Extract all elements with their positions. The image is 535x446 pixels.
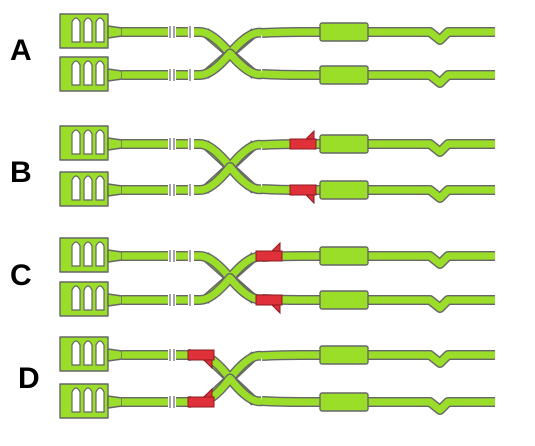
- reaction-chamber: [319, 290, 369, 310]
- reservoir-neck: [107, 183, 123, 197]
- valve-marker: [255, 250, 283, 262]
- reservoir-slot: [71, 175, 81, 201]
- reservoir-slot: [95, 129, 105, 155]
- panel-a: A: [10, 13, 495, 92]
- channel-fill: [122, 274, 263, 304]
- valve-marker-flag: [202, 387, 213, 398]
- reservoir-slot: [83, 17, 93, 43]
- reservoir-slot: [71, 60, 81, 86]
- reservoir-slot: [95, 387, 105, 413]
- channel-fill: [261, 397, 495, 414]
- panel-b: B: [10, 125, 495, 207]
- reservoir-slot: [71, 340, 81, 366]
- channel-fill: [261, 28, 495, 44]
- reservoir-slot: [95, 17, 105, 43]
- channel-fill: [261, 351, 495, 367]
- valve-marker: [289, 138, 317, 150]
- reservoir-slot: [83, 340, 93, 366]
- valve-marker: [289, 184, 317, 196]
- reaction-chamber: [319, 180, 369, 200]
- panel-d: D: [18, 336, 495, 419]
- valve-marker: [255, 294, 283, 306]
- reservoir-slot: [95, 241, 105, 267]
- panel-label: B: [10, 156, 32, 189]
- channel-fill: [261, 295, 495, 312]
- reservoir-slot: [83, 285, 93, 311]
- valve-marker-flag: [304, 194, 315, 205]
- reservoir-slot: [71, 129, 81, 155]
- valve-marker-flag: [202, 359, 213, 370]
- reaction-chamber: [319, 134, 369, 154]
- channel-fill: [122, 49, 263, 79]
- valve-marker-flag: [304, 129, 315, 140]
- channel-fill: [261, 70, 495, 87]
- reaction-chamber: [319, 22, 369, 42]
- reservoir-neck: [107, 395, 123, 409]
- reservoir-slot: [71, 285, 81, 311]
- reaction-chamber: [319, 392, 369, 412]
- reservoir-neck: [107, 68, 123, 82]
- reservoir-neck: [107, 249, 123, 263]
- panel-c: C: [10, 237, 495, 317]
- reservoir-slot: [83, 60, 93, 86]
- reservoir-slot: [83, 241, 93, 267]
- reservoir-slot: [95, 60, 105, 86]
- valve-marker: [187, 396, 215, 408]
- valve-marker-flag: [270, 304, 281, 315]
- reservoir-slot: [83, 129, 93, 155]
- reservoir-slot: [71, 17, 81, 43]
- reservoir-slot: [71, 241, 81, 267]
- reservoir-slot: [95, 285, 105, 311]
- reservoir-neck: [107, 25, 123, 39]
- reservoir-slot: [83, 387, 93, 413]
- reservoir-neck: [107, 348, 123, 362]
- reaction-chamber: [319, 65, 369, 85]
- panel-label: D: [18, 362, 40, 395]
- panel-label: C: [10, 259, 32, 292]
- reservoir-slot: [95, 340, 105, 366]
- panel-label: A: [10, 34, 32, 67]
- reservoir-slot: [95, 175, 105, 201]
- reservoir-neck: [107, 137, 123, 151]
- reservoir-neck: [107, 293, 123, 307]
- reaction-chamber: [319, 246, 369, 266]
- valve-marker: [187, 349, 215, 361]
- valve-marker-flag: [270, 241, 281, 252]
- reservoir-slot: [83, 175, 93, 201]
- reservoir-slot: [71, 387, 81, 413]
- reaction-chamber: [319, 345, 369, 365]
- channel-fill: [122, 163, 263, 194]
